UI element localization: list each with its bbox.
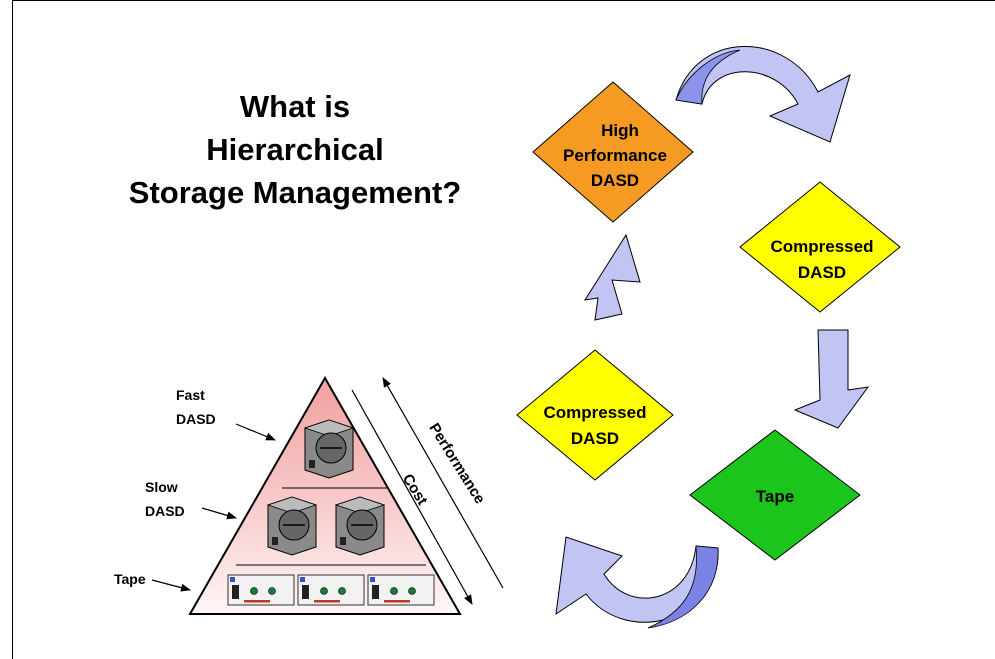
slow-dasd-label-2: DASD (145, 503, 185, 519)
title-line-1: What is (239, 89, 351, 124)
cost-arrow (351, 389, 473, 605)
disk-drive-icon (334, 496, 386, 556)
frame-top-border (12, 0, 995, 1)
compressed-right-label-2: DASD (798, 263, 846, 282)
tape-arrow (151, 579, 191, 592)
high-performance-label-3: DASD (591, 171, 639, 190)
frame-left-border (12, 0, 13, 659)
performance-arrow (382, 377, 504, 589)
curved-arrow-top-shade (675, 49, 741, 105)
compressed-dasd-diamond-right (739, 181, 901, 313)
performance-label: Performance (425, 420, 488, 507)
title-line-2: Hierarchical (206, 132, 384, 167)
arrow-up-left (583, 233, 641, 321)
compressed-left-label-1: Compressed (544, 403, 647, 422)
high-performance-label-2: Performance (563, 146, 667, 165)
slow-dasd-arrow (201, 507, 237, 520)
tape-diamond (689, 429, 861, 561)
fast-dasd-arrow (235, 423, 276, 441)
compressed-dasd-diamond-left (516, 349, 674, 481)
curved-arrow-top (675, 46, 851, 143)
fast-dasd-label-2: DASD (176, 411, 216, 427)
cost-label: Cost (399, 471, 431, 508)
tape-pyramid-label: Tape (114, 571, 146, 587)
arrow-down-right (793, 329, 870, 429)
curved-arrow-bottom-shade (647, 545, 719, 629)
tape-cartridge-icon (367, 574, 435, 606)
slow-dasd-label-1: Slow (145, 479, 178, 495)
storage-pyramid (188, 375, 462, 615)
fast-dasd-label-1: Fast (176, 387, 205, 403)
disk-drive-icon (266, 496, 318, 556)
compressed-left-label-2: DASD (571, 429, 619, 448)
title-line-3: Storage Management? (128, 175, 462, 210)
tape-cartridge-icon (227, 574, 295, 606)
compressed-right-label-1: Compressed (771, 237, 874, 256)
high-performance-label-1: High (601, 121, 639, 140)
tape-cartridge-icon (297, 574, 365, 606)
disk-drive-icon (303, 419, 355, 479)
high-performance-dasd-diamond (532, 81, 694, 223)
tape-label: Tape (756, 487, 794, 506)
